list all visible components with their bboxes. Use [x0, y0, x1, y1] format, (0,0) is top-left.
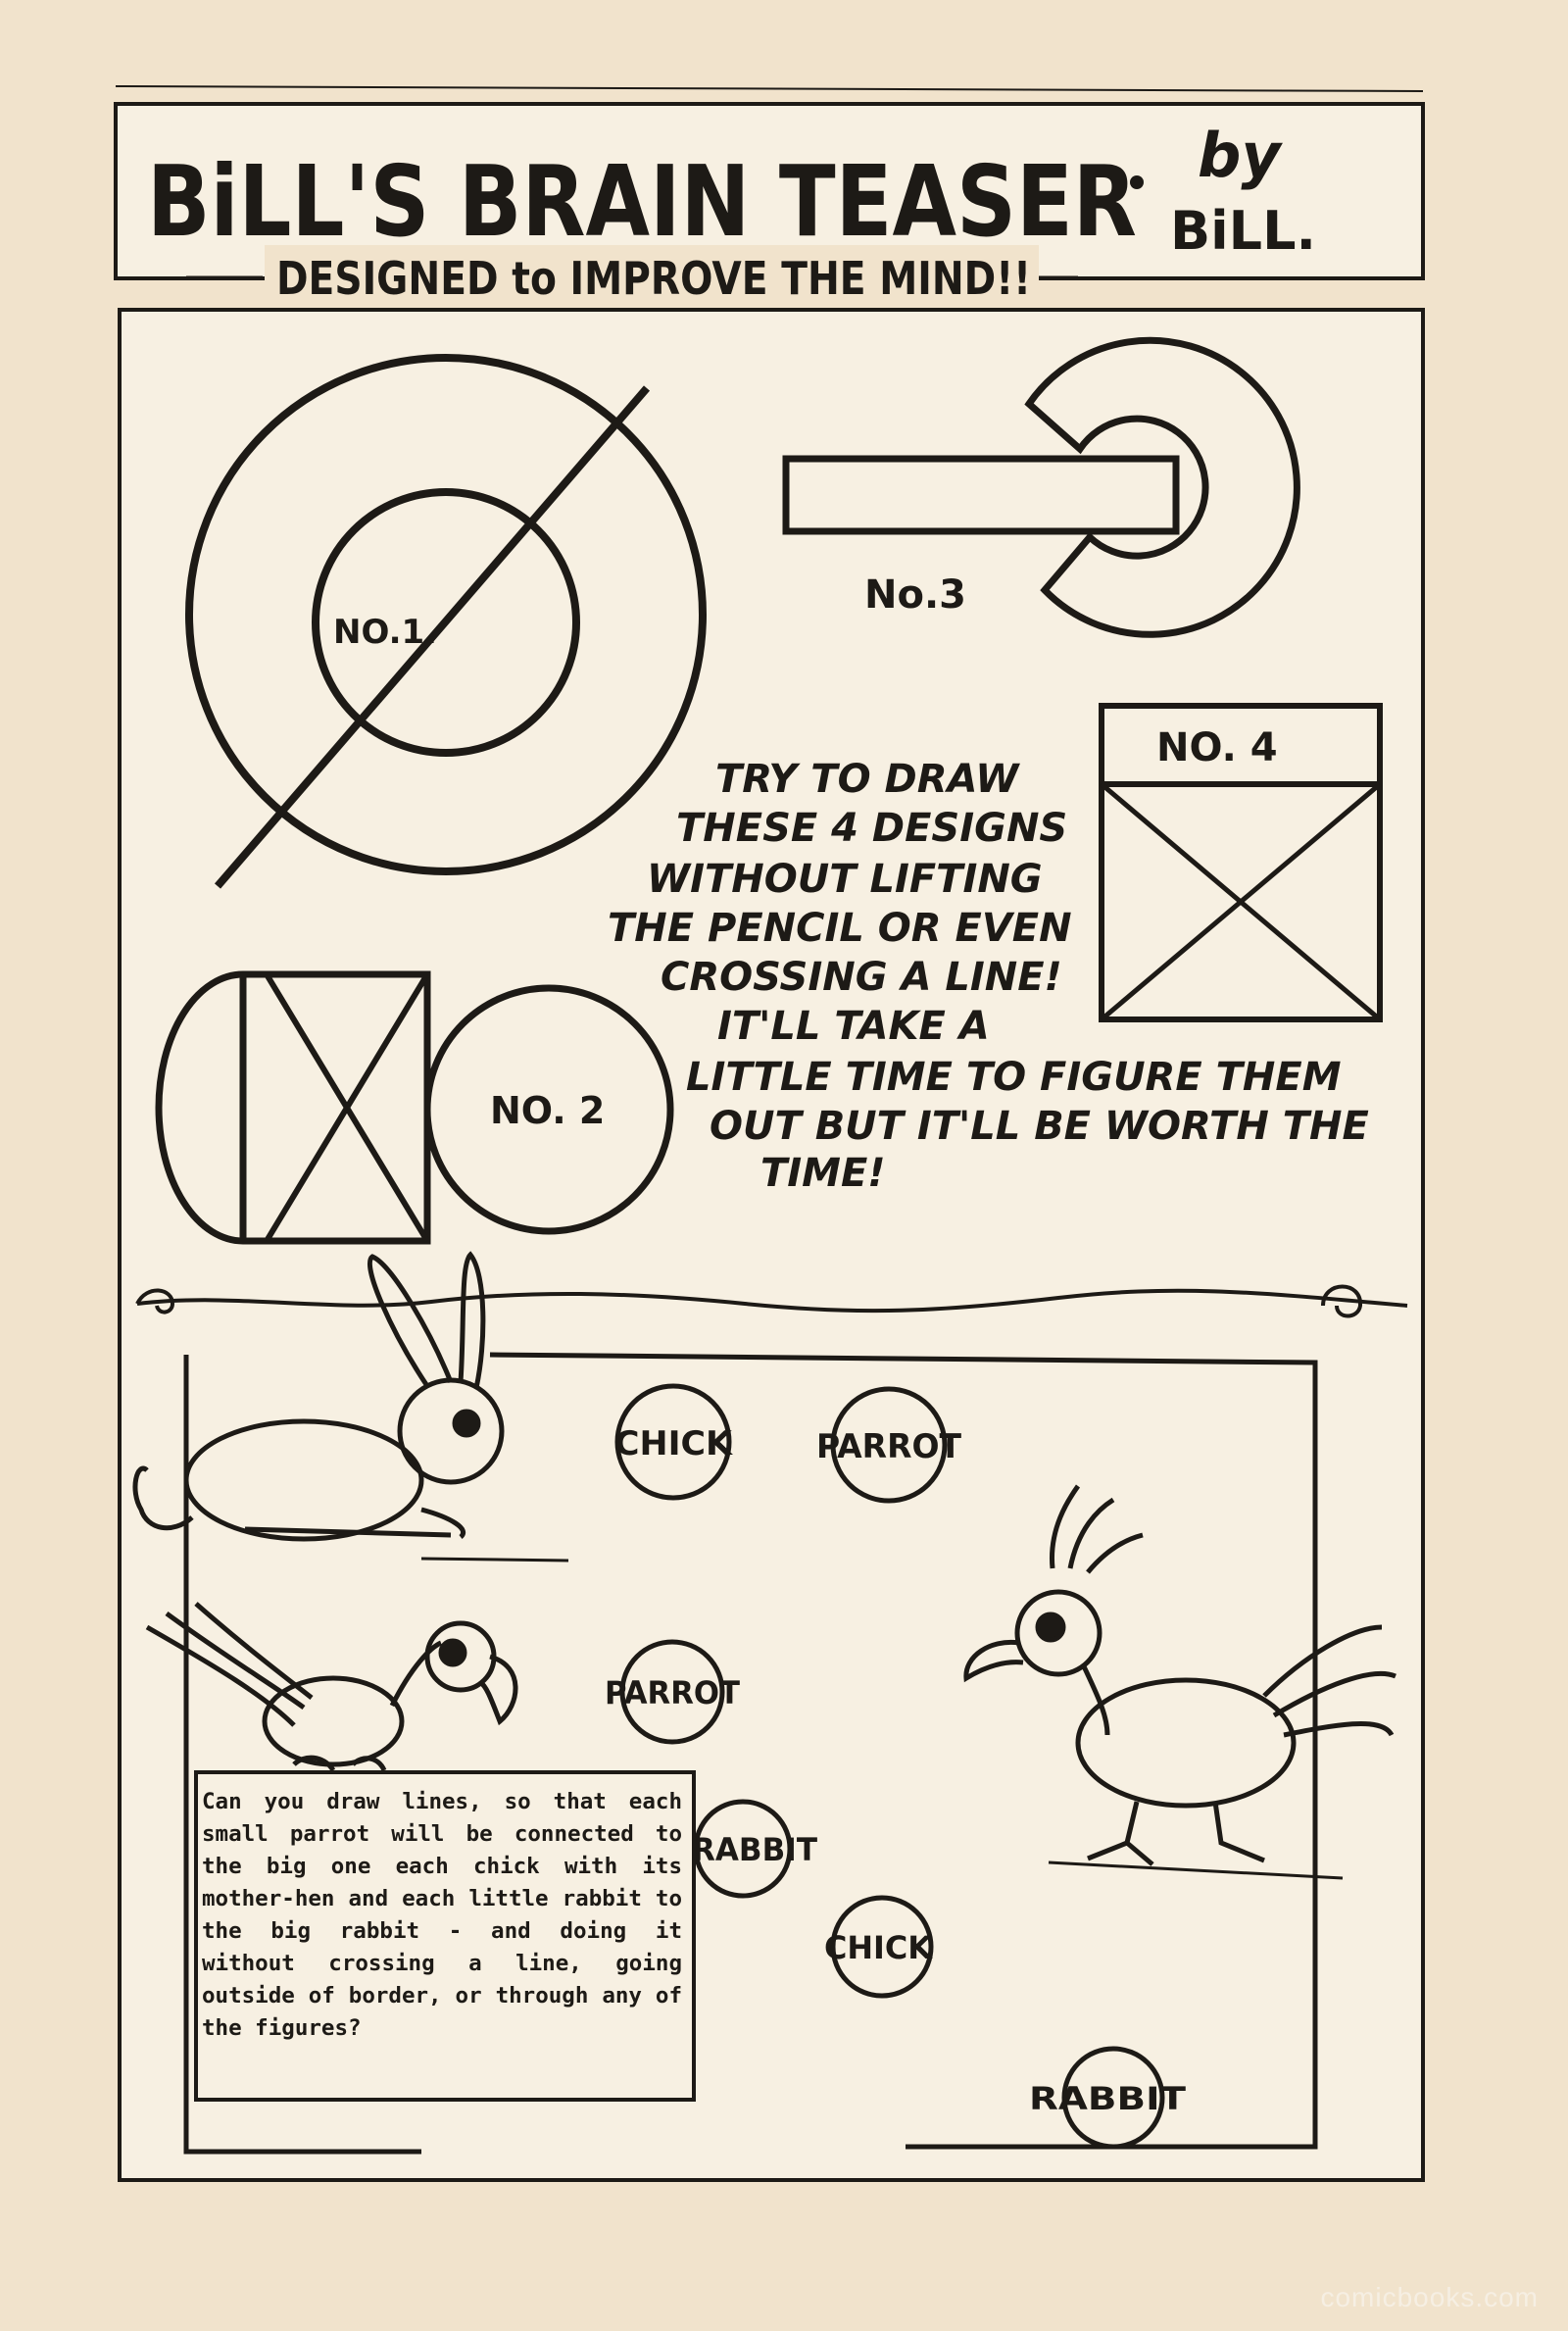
instructions-line-3: WITHOUT LIFTING [647, 857, 1043, 902]
no3-bar [782, 455, 1180, 535]
instructions-line-1: TRY TO DRAW [715, 757, 1020, 802]
parrot-circle-1 [830, 1386, 948, 1504]
no2-label: NO. 2 [490, 1089, 605, 1132]
big-parrot-drawing [145, 1602, 518, 1772]
byline-by: by [1198, 120, 1283, 191]
no2-circle [423, 984, 674, 1235]
rabbit-circle-2 [1061, 2046, 1165, 2150]
puzzle-border-left [183, 1355, 421, 2155]
no3-ring [1024, 336, 1300, 638]
instructions-block: TRY TO DRAW THESE 4 DESIGNS WITHOUT LIFT… [608, 757, 1369, 1196]
no2-rounded-box [155, 970, 431, 1245]
no1-inner-circle [312, 488, 580, 757]
instructions-line-2: THESE 4 DESIGNS [676, 806, 1067, 851]
big-hen-drawing [963, 1484, 1396, 1880]
no1-diagonal [214, 385, 651, 889]
watermark: comicbooks.com [1320, 2282, 1539, 2312]
design-no3: No.3 [782, 336, 1300, 638]
rabbit-label-1: RABBIT [692, 1831, 817, 1868]
name-circles: CHICK PARROT PARROT RABBIT CHICK RABBIT [605, 1383, 1186, 2150]
chick-label-1: CHICK [614, 1424, 734, 1463]
instructions-line-7: LITTLE TIME TO FIGURE THEM [686, 1055, 1342, 1100]
no2-cross-b [264, 972, 430, 1243]
instructions-line-5: CROSSING A LINE! [661, 955, 1062, 1000]
instructions-line-4: THE PENCIL OR EVEN [608, 906, 1072, 951]
parrot-label-1: PARROT [816, 1427, 962, 1466]
question-box [194, 1770, 696, 2102]
no1-label: NO.1. [333, 613, 437, 652]
page-subtitle: DESIGNED to IMPROVE THE MIND!! [276, 252, 1031, 305]
no4-frame [1099, 703, 1383, 1022]
chick-label-2: CHICK [824, 1929, 933, 1966]
chick-circle-2 [830, 1895, 934, 1999]
page-title: BiLL'S BRAIN TEASER [147, 144, 1137, 259]
no4-cross-b [1100, 782, 1382, 1021]
chick-circle-1 [614, 1383, 732, 1501]
header-top-rule [115, 85, 1424, 92]
design-no1: NO.1. [185, 354, 707, 889]
no4-label: NO. 4 [1156, 725, 1278, 770]
parrot-label-2: PARROT [605, 1674, 740, 1711]
no1-outer-circle [185, 354, 707, 875]
subtitle-band [265, 245, 1039, 306]
no3-label: No.3 [864, 572, 966, 618]
design-no4: NO. 4 [1099, 703, 1383, 1022]
title-dot [1130, 175, 1144, 189]
instructions-line-9: TIME! [760, 1151, 886, 1196]
instructions-line-8: OUT BUT IT'LL BE WORTH THE [710, 1104, 1369, 1149]
instructions-line-6: IT'LL TAKE A [717, 1004, 990, 1049]
rabbit-label-2: RABBIT [1029, 2080, 1186, 2117]
puzzle-question: Can you draw lines, so that each small p… [202, 1789, 682, 2041]
big-rabbit-drawing [132, 1251, 569, 1562]
wavy-divider [135, 1284, 1408, 1318]
design-no2: NO. 2 [155, 970, 674, 1245]
byline-name: BiLL. [1170, 200, 1316, 262]
parrot-circle-2 [619, 1639, 725, 1745]
